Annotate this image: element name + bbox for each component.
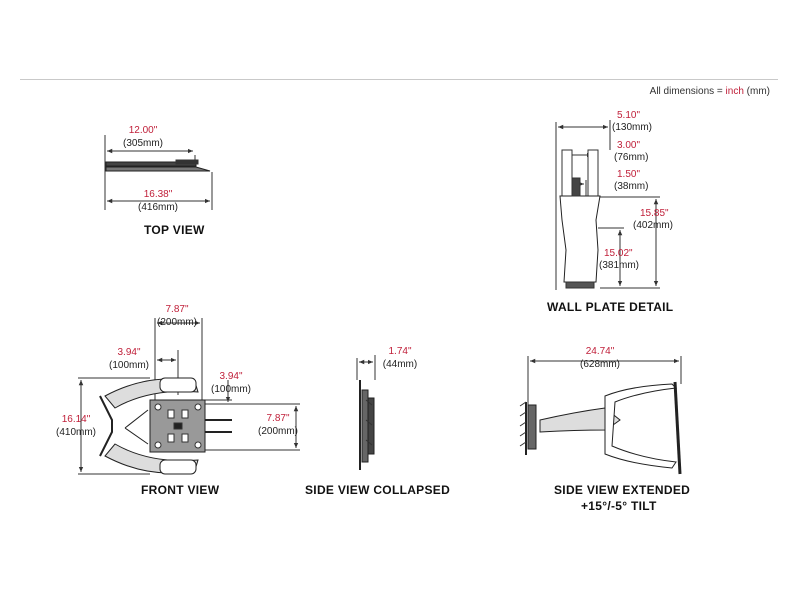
legend-inch: inch	[725, 86, 744, 97]
extended-dim-inch: 24.74"	[585, 346, 615, 357]
front-dim-vhalf-mm: (100mm)	[210, 384, 252, 395]
front-view-title: FRONT VIEW	[141, 483, 220, 497]
top-dim-extended-mm: (416mm)	[137, 202, 179, 213]
side-collapsed-title: SIDE VIEW COLLAPSED	[305, 483, 451, 497]
side-extended-drawing	[519, 356, 682, 475]
front-dim-vhalf-inch: 3.94"	[219, 371, 243, 382]
wallplate-dim-b-inch: 3.00"	[617, 140, 641, 151]
top-dim-extended-inch: 16.38"	[143, 189, 173, 200]
side-collapsed-drawing	[356, 355, 376, 470]
wallplate-dim-e-inch: 15.02"	[604, 248, 633, 259]
legend-prefix: All dimensions =	[649, 86, 726, 97]
wallplate-dim-b-mm: (76mm)	[614, 152, 649, 163]
front-dim-right-inch: 7.87"	[266, 413, 290, 424]
wallplate-dim-d-mm: (402mm)	[633, 220, 674, 231]
wallplate-dim-d-inch: 15.85"	[640, 208, 669, 219]
header-divider	[20, 79, 778, 80]
wallplate-dim-a-mm: (130mm)	[612, 122, 653, 133]
top-view-drawing	[104, 135, 213, 210]
wallplate-dim-e-mm: (381mm)	[599, 260, 640, 271]
wallplate-dim-c-inch: 1.50"	[617, 169, 641, 180]
front-dim-half-mm: (100mm)	[108, 360, 150, 371]
legend-suffix: (mm)	[743, 86, 770, 97]
top-dim-width-mm: (305mm)	[122, 138, 164, 149]
side-extended-subtitle: +15°/-5° TILT	[581, 499, 657, 513]
front-dim-height-mm: (410mm)	[55, 427, 97, 438]
front-dim-height-inch: 16.14"	[61, 414, 91, 425]
front-dim-top-mm: (200mm)	[156, 317, 198, 328]
side-extended-title: SIDE VIEW EXTENDED	[554, 483, 691, 497]
wallplate-dim-a-inch: 5.10"	[617, 110, 641, 121]
wall-plate-drawing	[555, 120, 660, 290]
top-view-title: TOP VIEW	[144, 223, 205, 237]
top-dim-width-inch: 12.00"	[128, 125, 158, 136]
front-view-drawing	[78, 318, 300, 475]
front-dim-half-inch: 3.94"	[117, 347, 141, 358]
collapsed-dim-inch: 1.74"	[388, 346, 412, 357]
wall-plate-title: WALL PLATE DETAIL	[547, 300, 674, 314]
wallplate-dim-c-mm: (38mm)	[614, 181, 649, 192]
front-dim-top-inch: 7.87"	[165, 304, 189, 315]
collapsed-dim-mm: (44mm)	[382, 359, 418, 370]
dimensions-legend: All dimensions = inch (mm)	[650, 86, 770, 97]
extended-dim-mm: (628mm)	[579, 359, 621, 370]
front-dim-right-mm: (200mm)	[257, 426, 299, 437]
